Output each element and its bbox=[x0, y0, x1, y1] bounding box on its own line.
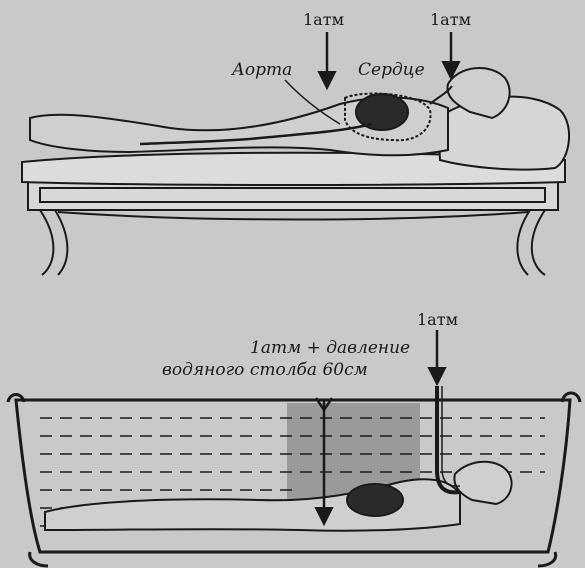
couch-leg-left-inner bbox=[55, 210, 67, 275]
arrowhead-top-1 bbox=[319, 72, 335, 88]
couch-apron bbox=[58, 212, 528, 220]
label-pressure-bottom-left-line2: водяного столба 60см bbox=[162, 362, 368, 379]
couch-leg-right bbox=[532, 210, 545, 275]
tub-foot-right bbox=[538, 552, 556, 566]
heart bbox=[356, 94, 408, 130]
tub-foot-left bbox=[30, 552, 48, 566]
label-heart: Сердце bbox=[358, 62, 425, 79]
tub-head bbox=[454, 462, 511, 504]
couch-leg-left bbox=[40, 210, 53, 275]
couch-leg-right-inner bbox=[517, 210, 530, 275]
top-scene bbox=[22, 32, 569, 275]
tub-heart bbox=[347, 484, 403, 516]
label-pressure-bottom-left-line1: 1атм + давление bbox=[250, 340, 410, 357]
label-aorta: Аорта bbox=[232, 62, 292, 79]
label-pressure-bottom-right: 1атм bbox=[417, 312, 458, 328]
arrowhead-bottom-1 bbox=[429, 368, 445, 384]
label-pressure-top-1: 1атм bbox=[303, 12, 344, 28]
label-pressure-top-2: 1атм bbox=[430, 12, 471, 28]
